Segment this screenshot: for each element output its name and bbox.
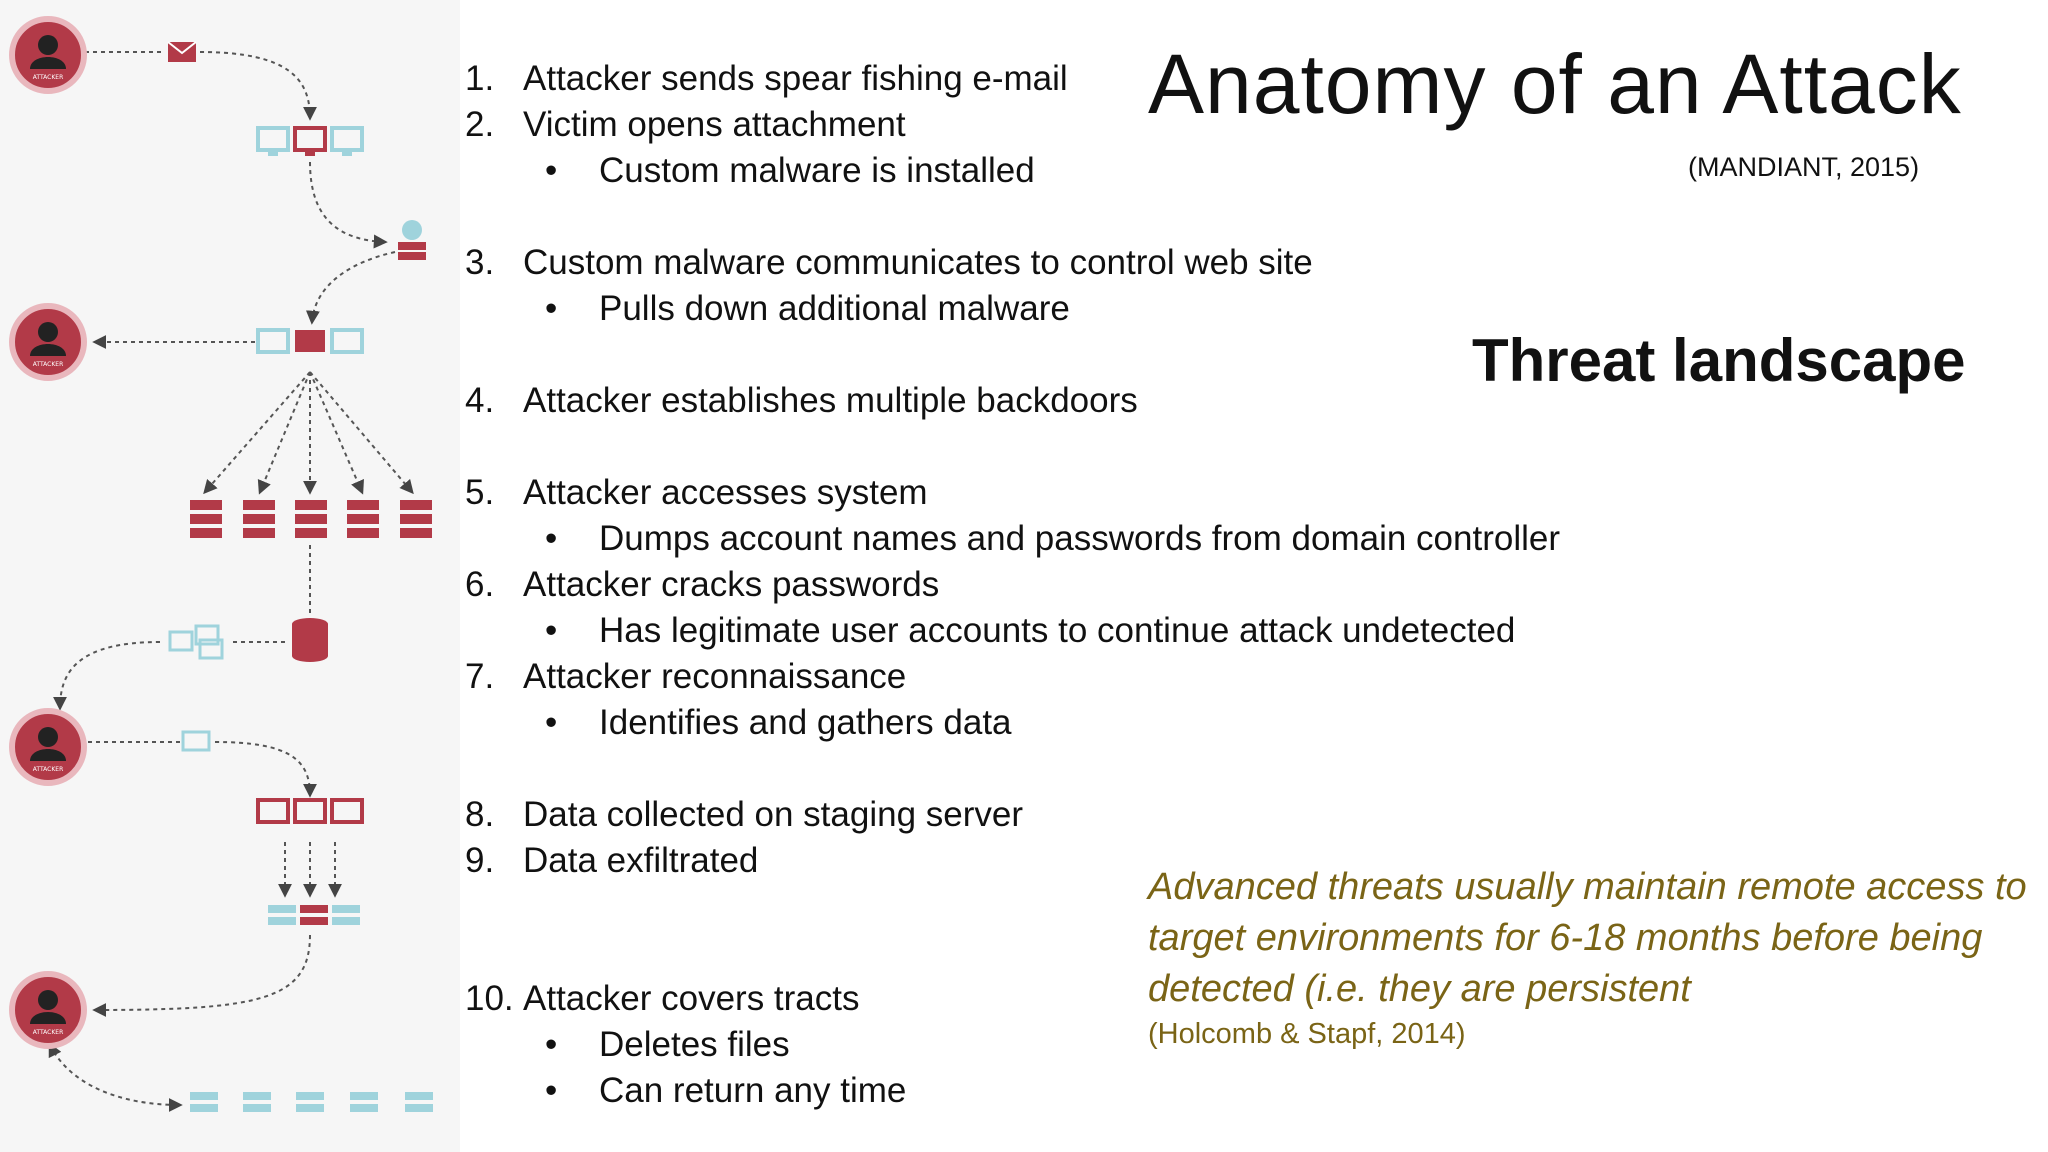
attack-steps-list: 1.Attacker sends spear fishing e-mail 2.… bbox=[465, 56, 1615, 1114]
envelope-icon bbox=[167, 41, 197, 62]
title-citation: (MANDIANT, 2015) bbox=[1688, 152, 1920, 182]
step-4: 4.Attacker establishes multiple backdoor… bbox=[465, 381, 1138, 420]
step-7: 7.Attacker reconnaissance bbox=[465, 657, 907, 696]
server-icon bbox=[190, 1092, 433, 1112]
step-6: 6.Attacker cracks passwords bbox=[465, 565, 940, 604]
svg-text:ATTACKER: ATTACKER bbox=[33, 74, 63, 81]
step-5: 5.Attacker accesses system bbox=[465, 473, 928, 512]
note-citation: (Holcomb & Stapf, 2014) bbox=[1148, 1018, 1466, 1050]
step-3-sub: •Pulls down additional malware bbox=[545, 289, 1070, 328]
step-10: 10.Attacker covers tracts bbox=[465, 979, 860, 1018]
svg-text:ATTACKER: ATTACKER bbox=[33, 361, 63, 368]
step-6-sub: •Has legitimate user accounts to continu… bbox=[545, 611, 1516, 650]
step-5-sub: •Dumps account names and passwords from … bbox=[545, 519, 1560, 558]
attacker-icon: ATTACKER bbox=[9, 971, 87, 1049]
attacker-icon: ATTACKER bbox=[9, 708, 87, 786]
attacker-icon: ATTACKER bbox=[9, 16, 87, 94]
svg-text:ATTACKER: ATTACKER bbox=[33, 1029, 63, 1036]
computer-icon bbox=[256, 328, 364, 354]
step-7-sub: •Identifies and gathers data bbox=[545, 703, 1012, 742]
document-icon bbox=[168, 624, 224, 752]
section-subtitle: Threat landscape bbox=[1472, 327, 1966, 394]
step-1: 1.Attacker sends spear fishing e-mail bbox=[465, 59, 1068, 98]
step-9: 9.Data exfiltrated bbox=[465, 841, 759, 880]
step-3: 3.Custom malware communicates to control… bbox=[465, 243, 1313, 282]
step-2: 2.Victim opens attachment bbox=[465, 105, 906, 144]
step-10-sub-1: •Deletes files bbox=[545, 1025, 790, 1064]
step-10-sub-2: •Can return any time bbox=[545, 1071, 907, 1110]
persistence-note: Advanced threats usually maintain remote… bbox=[1148, 866, 2027, 1010]
computer-icon bbox=[256, 126, 364, 156]
globe-server-icon bbox=[398, 220, 426, 260]
computer-icon bbox=[256, 798, 364, 824]
attacker-icon: ATTACKER bbox=[9, 303, 87, 381]
svg-text:ATTACKER: ATTACKER bbox=[33, 766, 63, 773]
server-icon bbox=[190, 500, 432, 538]
attack-flow-diagram: ATTACKER ATTACKER ATTACKER ATTACKER bbox=[0, 0, 460, 1152]
server-icon bbox=[268, 905, 360, 925]
step-8: 8.Data collected on staging server bbox=[465, 795, 1023, 834]
page-title: Anatomy of an Attack bbox=[1148, 37, 1962, 131]
step-2-sub: •Custom malware is installed bbox=[545, 151, 1035, 190]
database-icon bbox=[292, 618, 328, 662]
